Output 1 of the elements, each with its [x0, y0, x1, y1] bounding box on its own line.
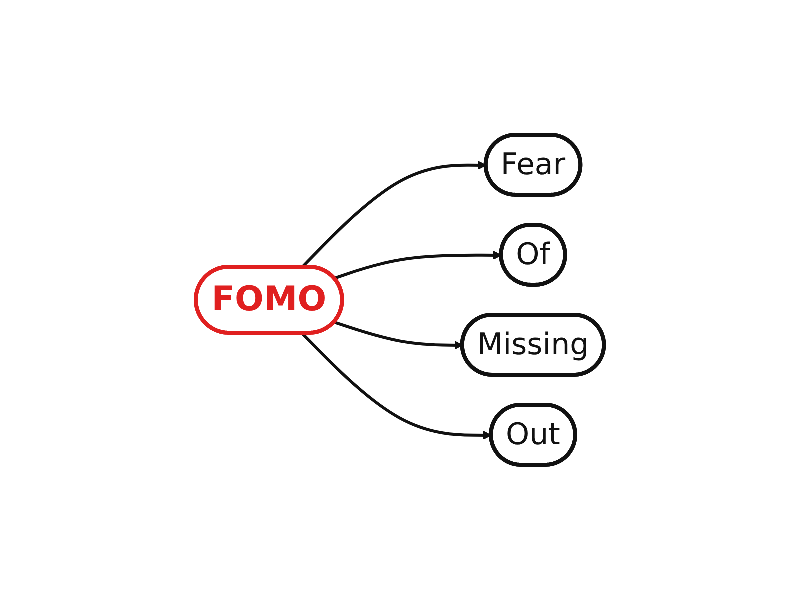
- arrow: [301, 332, 492, 440]
